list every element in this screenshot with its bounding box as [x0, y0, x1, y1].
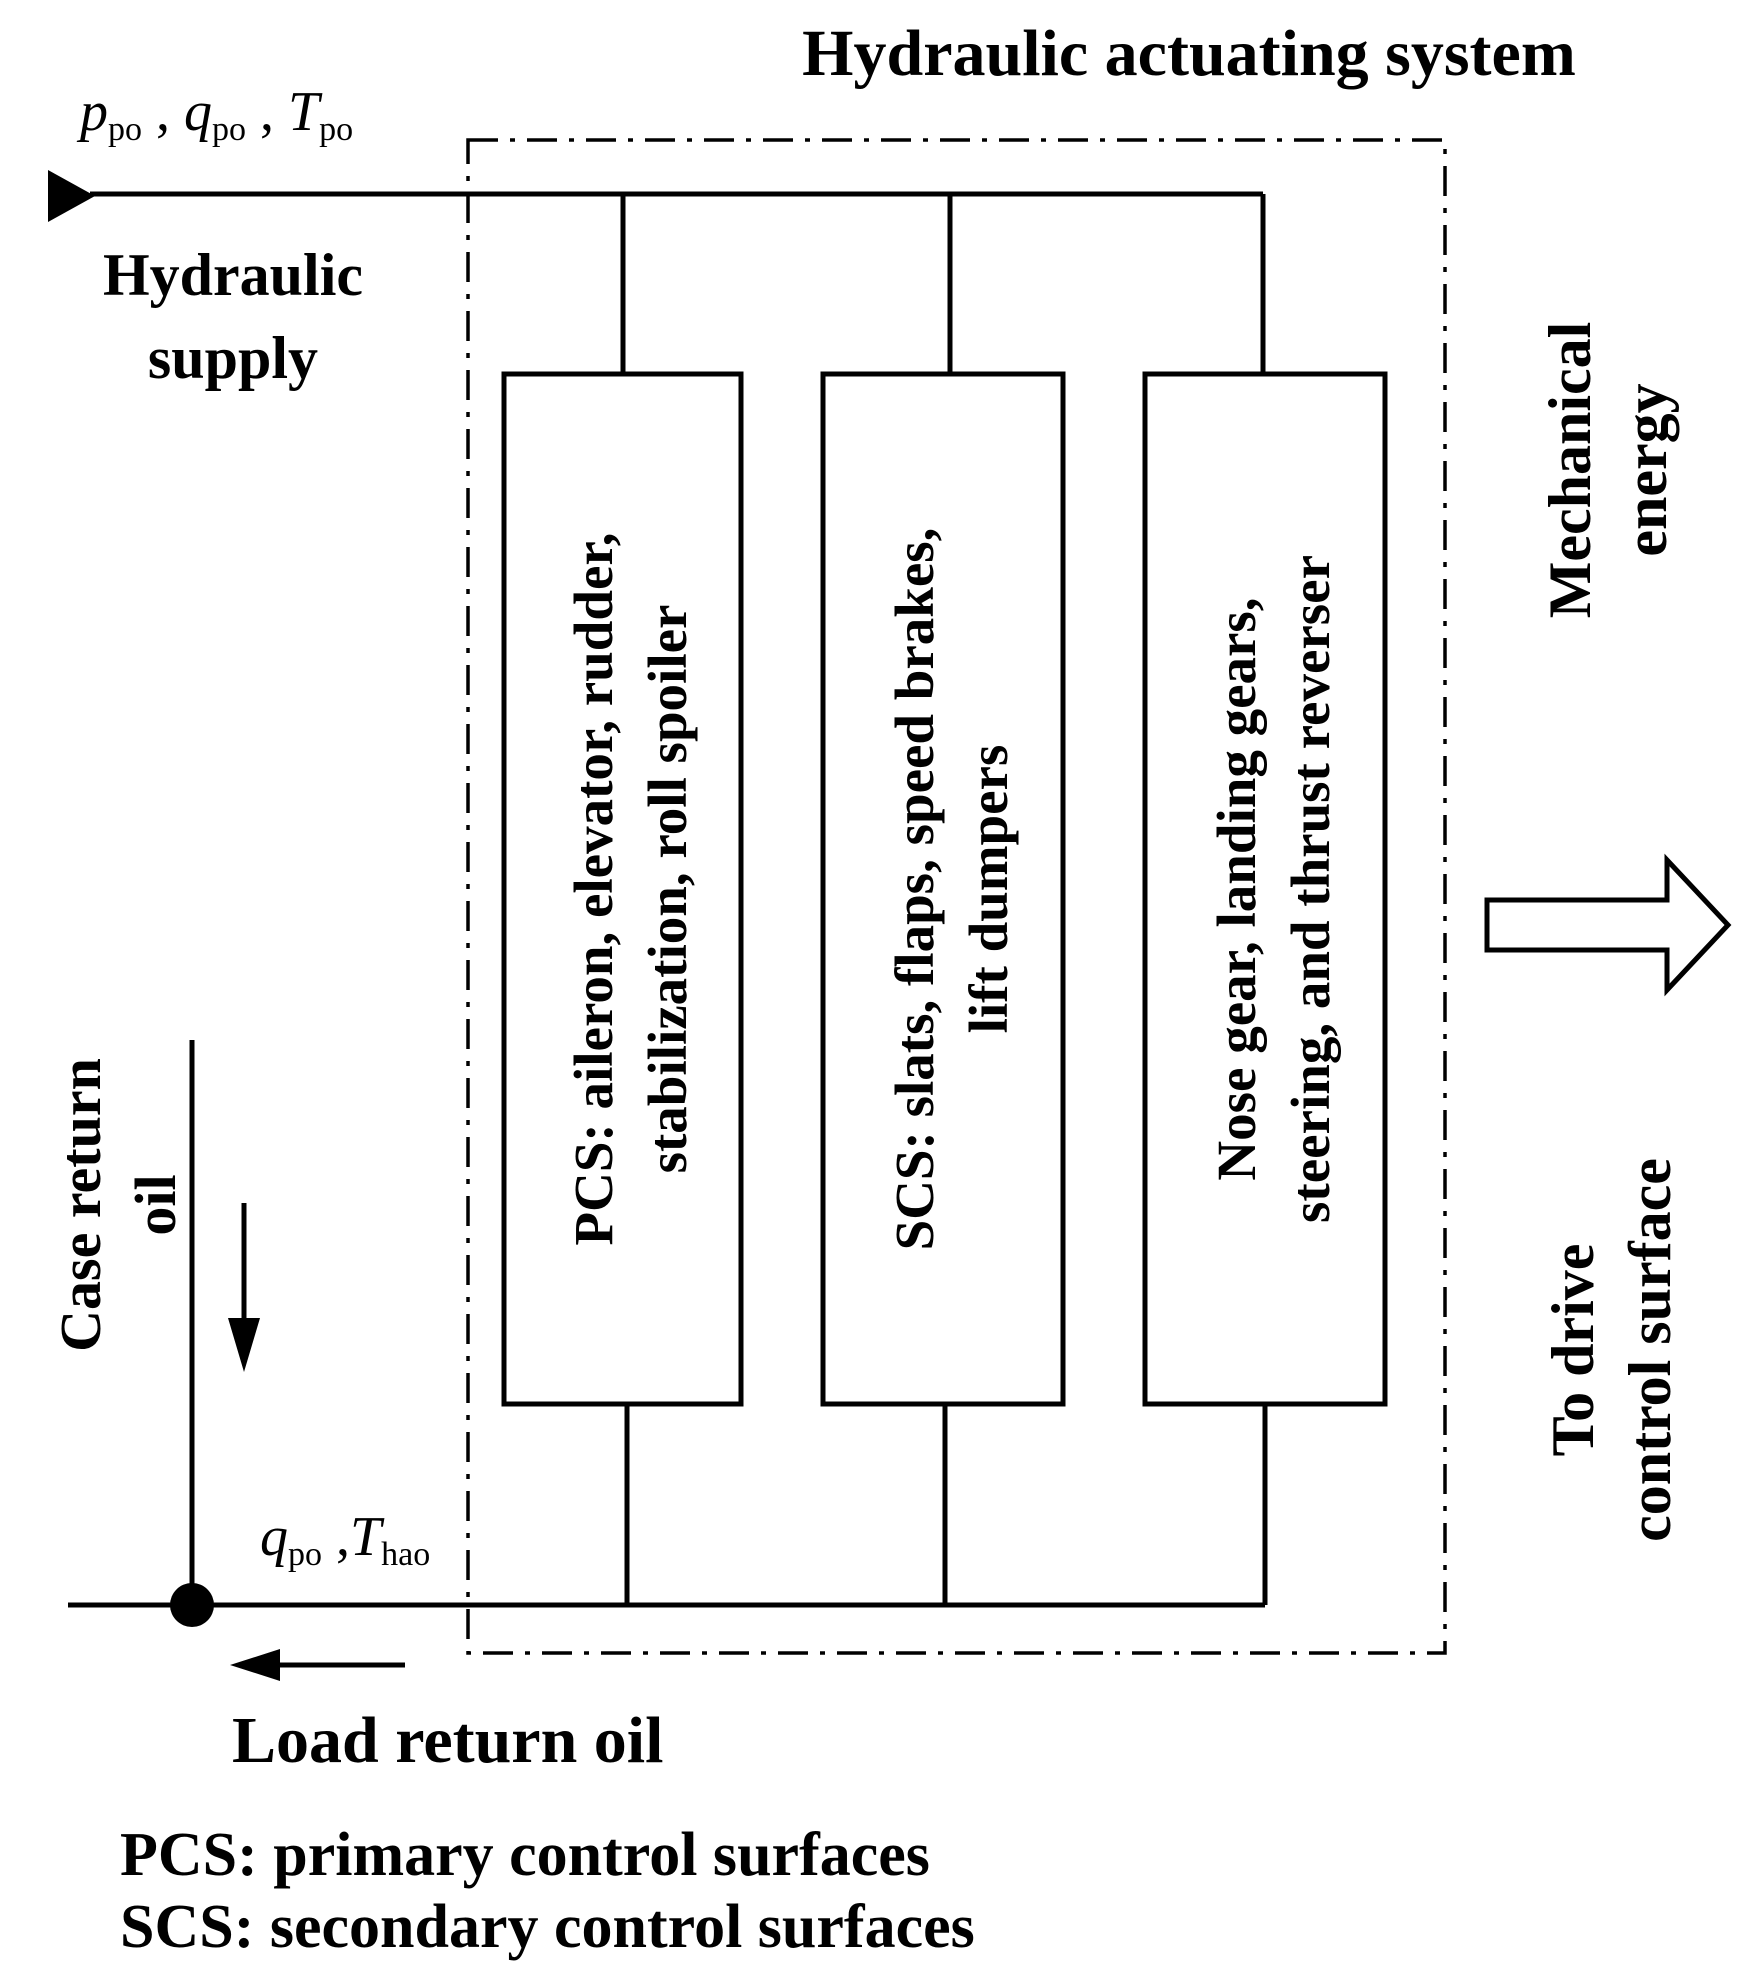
scs-block-text-line1: SCS: slats, flaps, speed brakes,	[884, 528, 945, 1251]
legend-scs: SCS: secondary control surfaces	[120, 1893, 975, 1961]
supply-param-t-symbol: T	[288, 81, 323, 143]
return-param-q-subscript: po	[288, 1536, 322, 1573]
supply-param-q-subscript: po	[212, 111, 246, 148]
load-return-label: Load return oil	[232, 1704, 663, 1777]
case-return-label-line2: oil	[123, 1174, 188, 1235]
return-param-q-symbol: q	[260, 1506, 288, 1568]
supply-param-p-symbol: p	[76, 81, 108, 143]
case-return-label-line1: Case return	[48, 1058, 113, 1352]
gear-block-text-line2: steering, and thrust reverser	[1280, 555, 1341, 1223]
pcs-block	[501, 371, 744, 1407]
supply-params: ppo , qpo , Tpo	[76, 81, 353, 148]
supply-param-q-symbol: q	[184, 81, 212, 143]
return-param-sep: ,	[322, 1506, 350, 1568]
scs-block-text-line2: lift dumpers	[958, 745, 1019, 1034]
supply-param-p-subscript: po	[108, 111, 142, 148]
mechanical-energy-label-line2: energy	[1613, 383, 1679, 556]
case-return-flow-arrowhead	[228, 1318, 260, 1372]
diagram-title: Hydraulic actuating system	[802, 17, 1576, 90]
supply-label-line2: supply	[148, 325, 318, 391]
mechanical-energy-arrow	[1484, 853, 1732, 997]
return-params: qpo ,Thao	[260, 1506, 430, 1573]
pcs-block-text-line1: PCS: aileron, elevator, rudder,	[563, 533, 624, 1246]
mechanical-energy-label-line1: Mechanical	[1537, 322, 1603, 619]
pcs-block-text-line2: stabilization, roll spoiler	[637, 605, 698, 1174]
supply-label-line1: Hydraulic	[103, 242, 363, 308]
drive-label-line1: To drive	[1540, 1244, 1606, 1457]
supply-param-sep-2: ,	[246, 81, 288, 143]
supply-arrowhead	[48, 170, 95, 222]
gear-block-text-line1: Nose gear, landing gears,	[1206, 597, 1267, 1180]
supply-param-t-subscript: po	[319, 111, 353, 148]
load-return-flow-arrowhead	[230, 1649, 280, 1681]
junction-dot	[170, 1583, 214, 1627]
return-param-t-symbol: T	[350, 1506, 385, 1568]
return-param-t-subscript: hao	[381, 1536, 430, 1573]
drive-label-line2: control surface	[1617, 1158, 1683, 1542]
legend-pcs: PCS: primary control surfaces	[120, 1821, 930, 1889]
supply-param-sep-1: ,	[142, 81, 184, 143]
system-boundary	[466, 138, 1447, 1655]
gear-block	[1142, 371, 1388, 1407]
